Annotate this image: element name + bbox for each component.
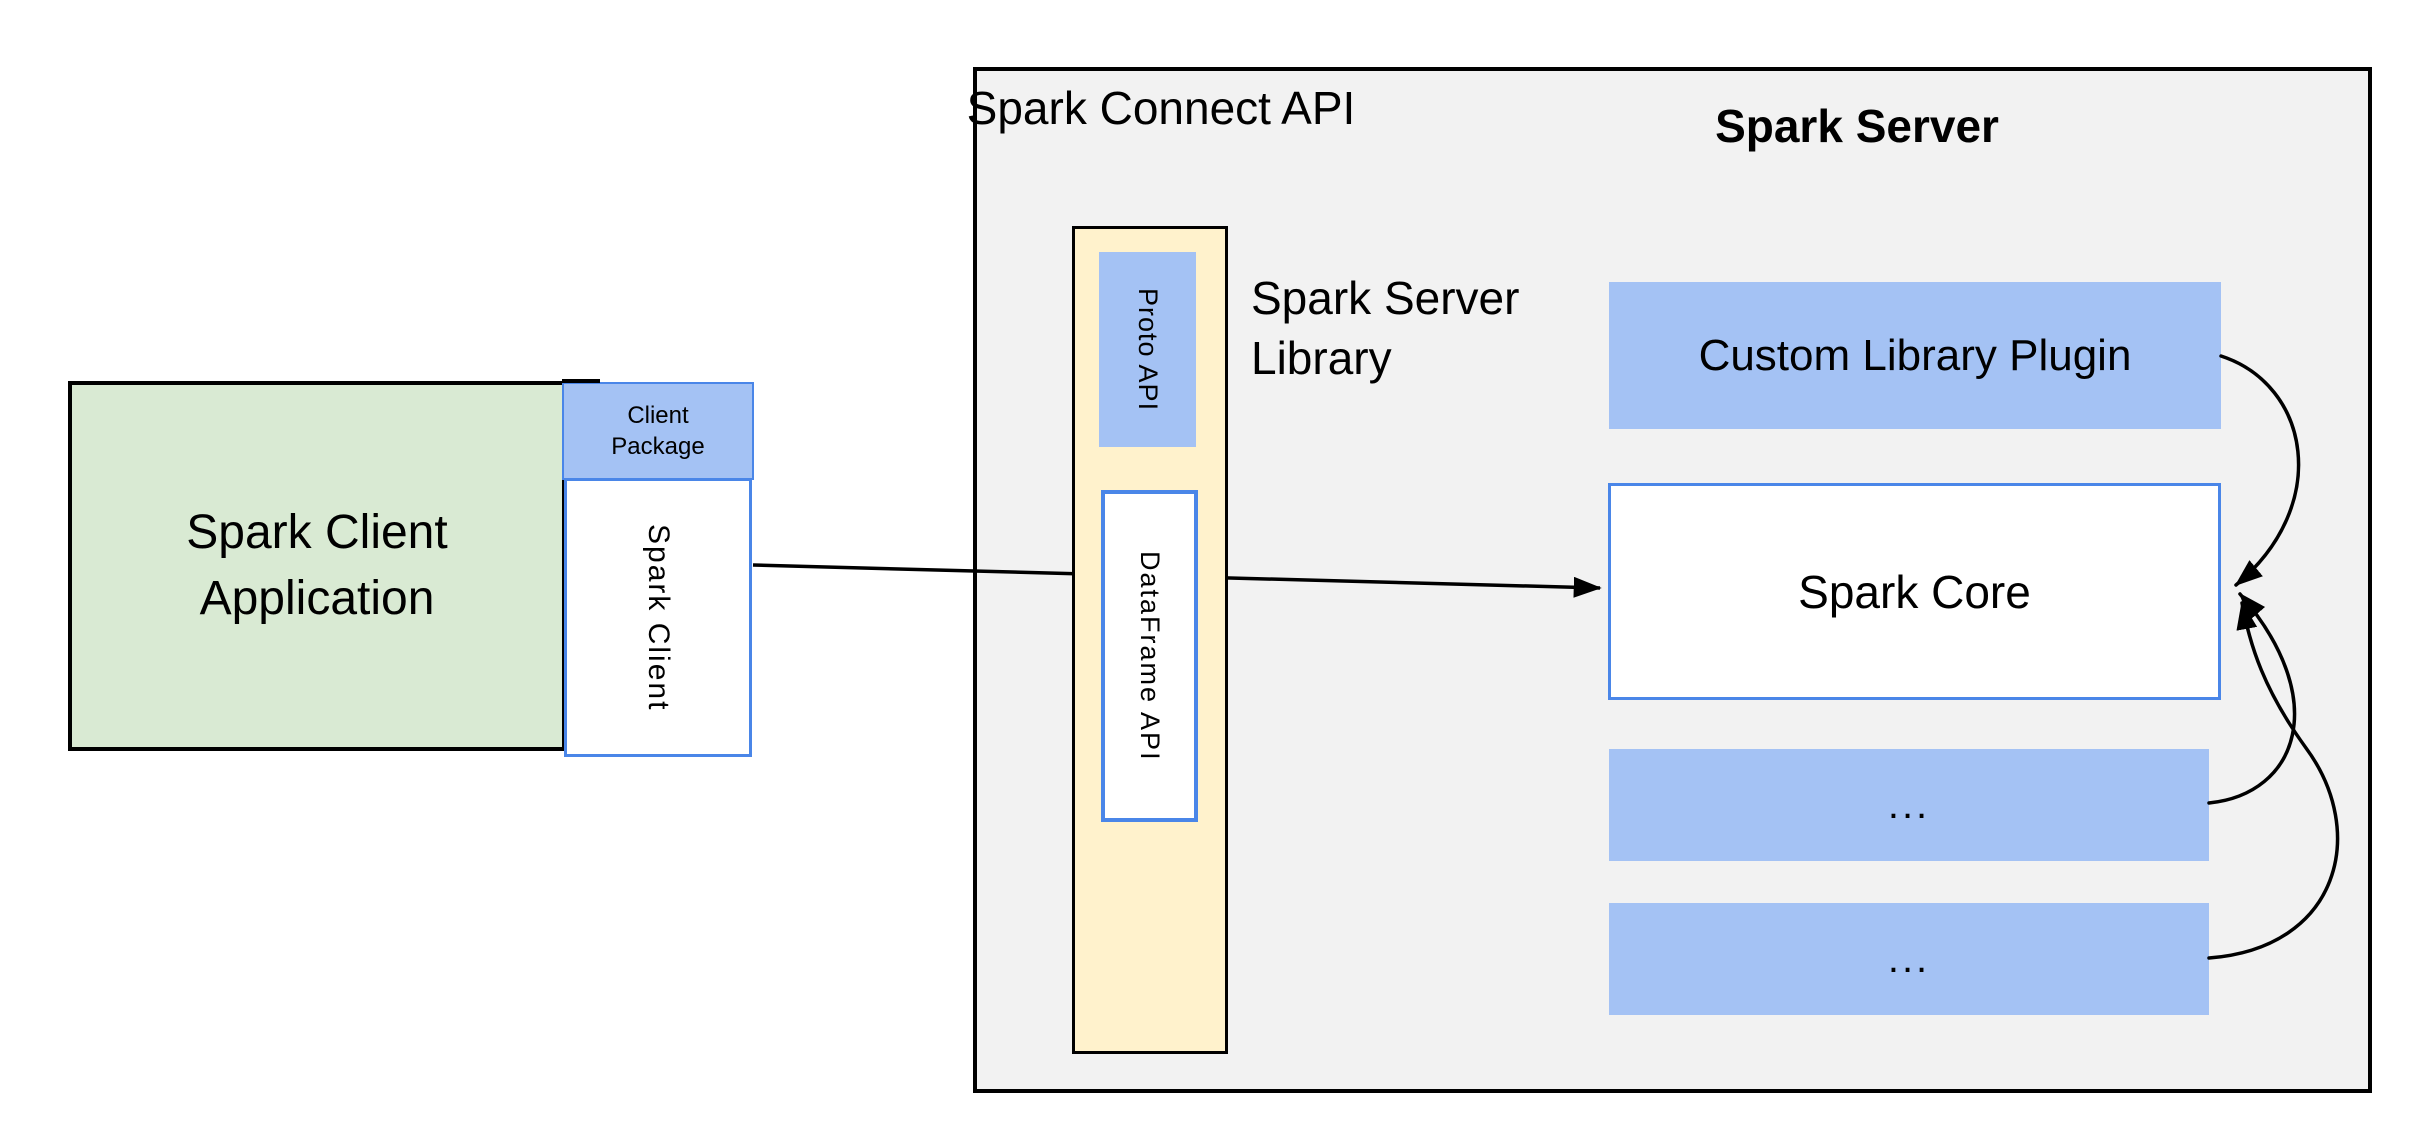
spark-client-application-box: Spark Client Application	[68, 381, 566, 751]
spark-client-application-label: Spark Client Application	[186, 506, 448, 625]
green-box-border-stub	[562, 379, 600, 383]
client-package-label: Client Package	[611, 402, 705, 460]
spark-server-library-label: Spark Server Library	[1251, 272, 1520, 384]
proto-api-box: Proto API	[1099, 252, 1196, 447]
custom-library-plugin-box: Custom Library Plugin	[1609, 282, 2221, 429]
dataframe-api-box: DataFrame API	[1101, 490, 1198, 822]
plugin-slot-1-box: ...	[1609, 749, 2209, 861]
dataframe-api-label: DataFrame API	[1135, 550, 1165, 762]
arrow-slot2-to-core	[2207, 601, 2340, 960]
plugin-slot-2-box: ...	[1609, 903, 2209, 1015]
spark-client-box: Spark Client	[564, 478, 752, 757]
spark-server-title: Spark Server	[1715, 100, 1999, 152]
plugin-slot-2-label: ...	[1887, 936, 1931, 981]
custom-library-plugin-label: Custom Library Plugin	[1698, 330, 2132, 380]
arrow-plugin-to-core	[2219, 354, 2301, 587]
arrow-slot1-to-core	[2207, 592, 2297, 805]
spark-core-label: Spark Core	[1798, 565, 2031, 618]
spark-connect-api-label: Spark Connect API	[966, 82, 1356, 134]
spark-core-box: Spark Core	[1608, 483, 2221, 700]
proto-api-label: Proto API	[1133, 287, 1163, 412]
plugin-slot-1-label: ...	[1887, 782, 1931, 827]
spark-client-label: Spark Client	[642, 523, 675, 712]
